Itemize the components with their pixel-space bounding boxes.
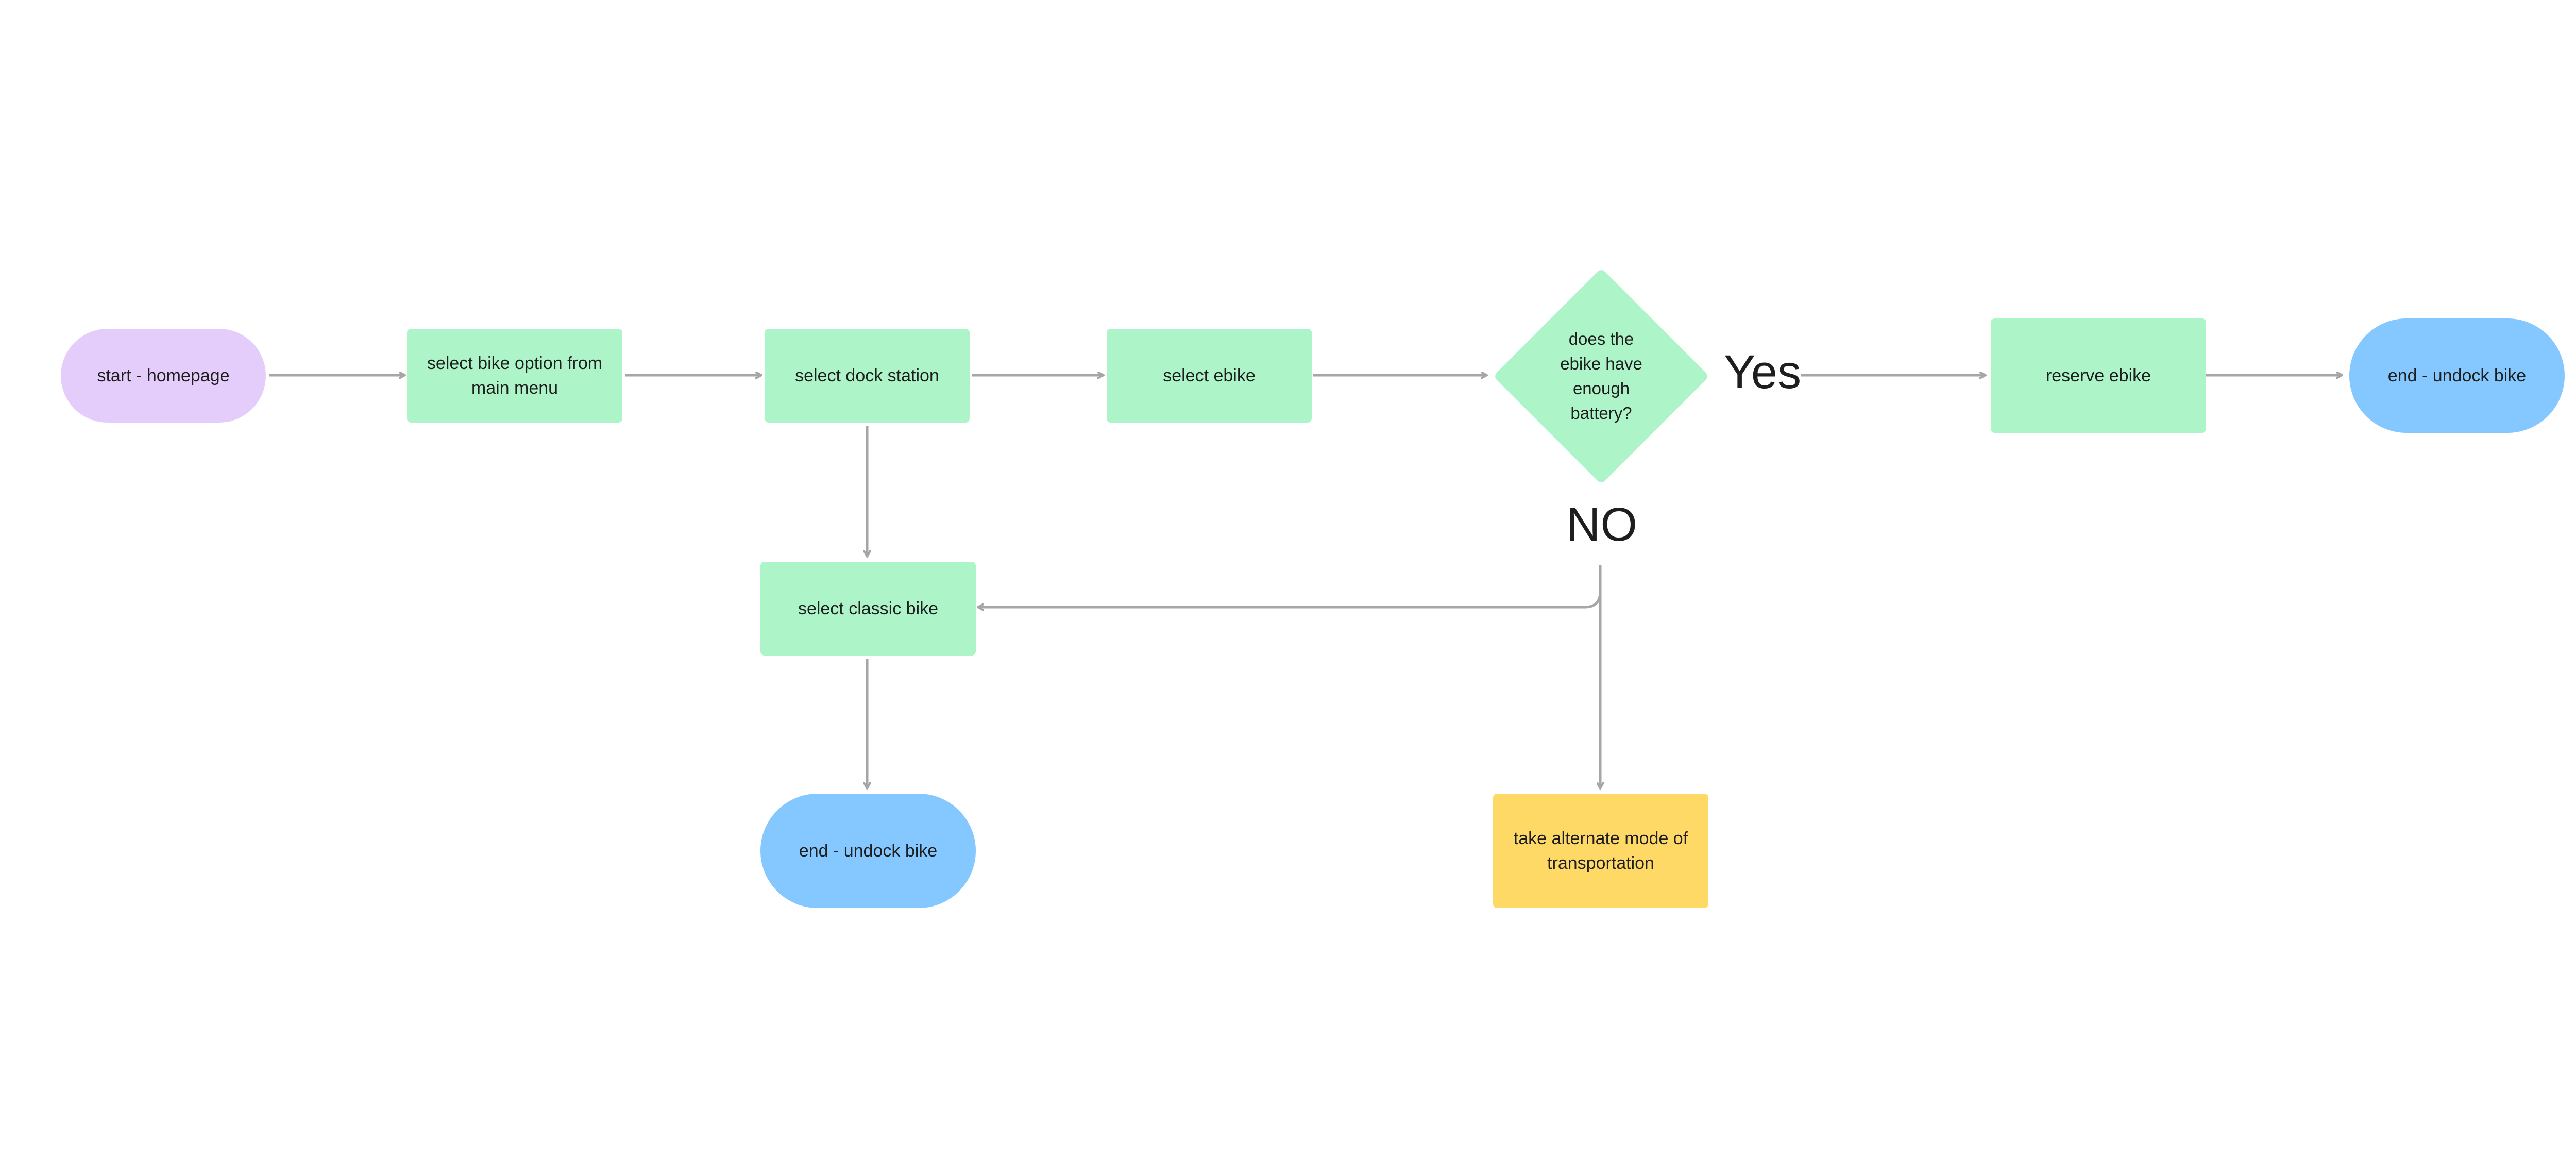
end-undock-bike-node-bottom: end - undock bike [760,794,976,908]
edge-no-to-classic-bike [978,565,1602,607]
decision-label: does the ebike have enough battery? [1560,329,1642,423]
yes-label: Yes [1724,346,1802,398]
no-label: NO [1566,498,1637,551]
select-bike-option-node: select bike option from main menu [407,329,622,423]
alternate-transport-node: take alternate mode of transportation [1493,794,1708,908]
decision-node: does the ebike have enough battery? [1493,268,1709,484]
select-dock-station-node: select dock station [765,329,970,423]
reserve-ebike-node: reserve ebike [1991,318,2206,433]
select-classic-bike-node: select classic bike [760,562,976,656]
select-ebike-node: select ebike [1107,329,1312,423]
start-node: start - homepage [61,329,266,423]
end-undock-bike-node-top: end - undock bike [2349,318,2565,433]
